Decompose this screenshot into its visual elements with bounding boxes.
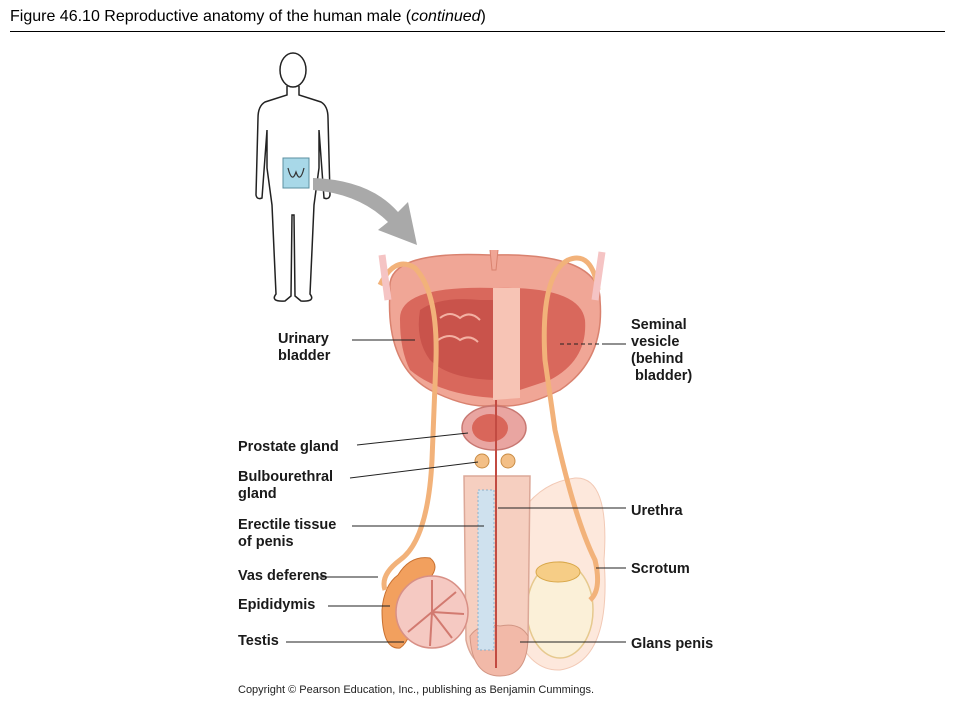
label-vas-deferens: Vas deferens (238, 568, 328, 584)
ureter-stubs (378, 251, 606, 301)
label-testis: Testis (238, 633, 279, 649)
right-epididymis (535, 561, 581, 583)
copyright-notice: Copyright © Pearson Education, Inc., pub… (238, 684, 595, 696)
label-bulbourethral-gland: Bulbourethral gland (238, 469, 334, 502)
label-seminal-vesicle: Seminal vesicle (behind bladder) (631, 317, 693, 384)
bulbourethral-gland-2 (500, 453, 516, 469)
human-silhouette (255, 52, 331, 302)
label-urethra: Urethra (631, 503, 683, 519)
title-divider (10, 31, 945, 32)
figure-title: Figure 46.10 Reproductive anatomy of the… (10, 8, 486, 25)
label-erectile-tissue: Erectile tissue of penis (238, 517, 337, 550)
bulbourethral-gland (474, 453, 490, 469)
erectile-tissue-shape (477, 489, 495, 651)
right-vas-deferens (541, 255, 601, 602)
label-scrotum: Scrotum (631, 561, 690, 577)
region-highlight-symbol (287, 167, 305, 178)
label-epididymis: Epididymis (238, 597, 316, 613)
label-prostate-gland: Prostate gland (238, 439, 339, 455)
label-urinary-bladder: Urinary bladder (278, 331, 331, 364)
prostate-inner (472, 414, 508, 442)
left-vas-deferens (377, 261, 439, 591)
testis-lobules (407, 580, 465, 647)
label-glans-penis: Glans penis (631, 636, 714, 652)
leader-lines (286, 339, 626, 643)
zoom-arrow (313, 178, 417, 245)
